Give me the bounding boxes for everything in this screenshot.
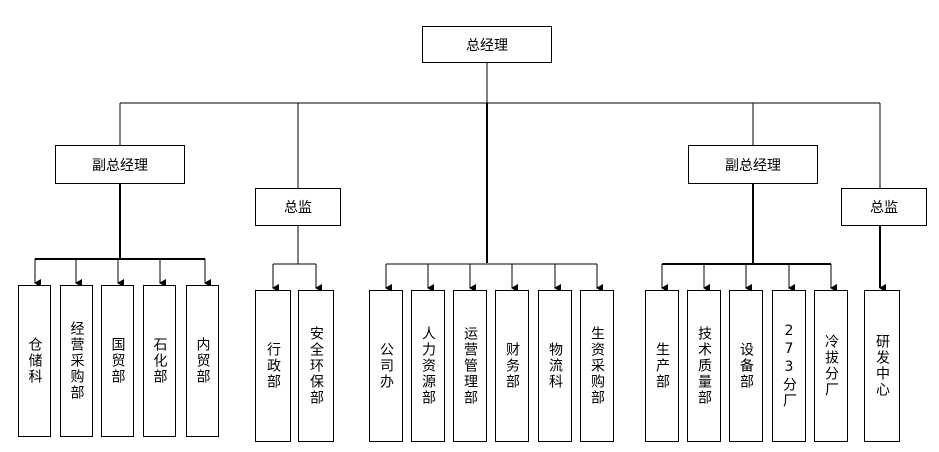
department-box: 研发中心: [864, 290, 900, 442]
department-label: 石化部: [151, 337, 168, 385]
department-box: 行政部: [255, 290, 291, 442]
department-label: 国贸部: [109, 337, 126, 385]
department-box: 安全环保部: [298, 290, 334, 442]
department-box: 仓储科: [18, 285, 51, 437]
department-box: 设备部: [729, 290, 763, 442]
department-label: 273分厂: [781, 323, 797, 409]
department-box: 生资采购部: [580, 290, 614, 442]
department-box: 冷拔分厂: [814, 290, 848, 442]
department-label: 技术质量部: [696, 326, 712, 406]
department-label: 内贸部: [194, 337, 211, 385]
department-box: 经营采购部: [60, 285, 93, 437]
department-box: 国贸部: [101, 285, 134, 437]
department-label: 设备部: [738, 342, 754, 390]
department-label: 人力资源部: [420, 326, 436, 406]
department-label: 物流科: [547, 342, 563, 390]
department-label: 冷拔分厂: [823, 334, 839, 398]
deputy-gm-box-left: 副总经理: [55, 145, 185, 184]
department-label: 行政部: [265, 342, 281, 390]
department-label: 公司办: [378, 342, 394, 390]
department-label: 仓储科: [26, 337, 43, 385]
department-box: 人力资源部: [411, 290, 445, 442]
department-label: 生产部: [654, 342, 670, 390]
department-box: 公司办: [369, 290, 403, 442]
department-box: 物流科: [538, 290, 572, 442]
general-manager-label: 总经理: [466, 37, 508, 54]
department-box: 273分厂: [772, 290, 806, 442]
department-label: 运营管理部: [462, 326, 478, 406]
department-label: 研发中心: [874, 334, 890, 398]
department-box: 运营管理部: [453, 290, 487, 442]
department-box: 技术质量部: [687, 290, 721, 442]
director-label-left: 总监: [284, 200, 312, 216]
director-box-left: 总监: [255, 188, 341, 226]
director-box-right: 总监: [841, 188, 927, 226]
department-label: 安全环保部: [308, 326, 324, 406]
department-box: 石化部: [143, 285, 176, 437]
department-label: 生资采购部: [589, 326, 605, 406]
department-label: 财务部: [504, 342, 520, 390]
department-box: 生产部: [645, 290, 679, 442]
deputy-gm-label-right: 副总经理: [725, 157, 781, 174]
director-label-right: 总监: [870, 200, 898, 216]
deputy-gm-box-right: 副总经理: [688, 145, 818, 184]
department-box: 内贸部: [186, 285, 219, 437]
general-manager-box: 总经理: [422, 26, 552, 63]
deputy-gm-label-left: 副总经理: [92, 157, 148, 174]
department-label: 经营采购部: [68, 321, 85, 401]
department-box: 财务部: [495, 290, 529, 442]
